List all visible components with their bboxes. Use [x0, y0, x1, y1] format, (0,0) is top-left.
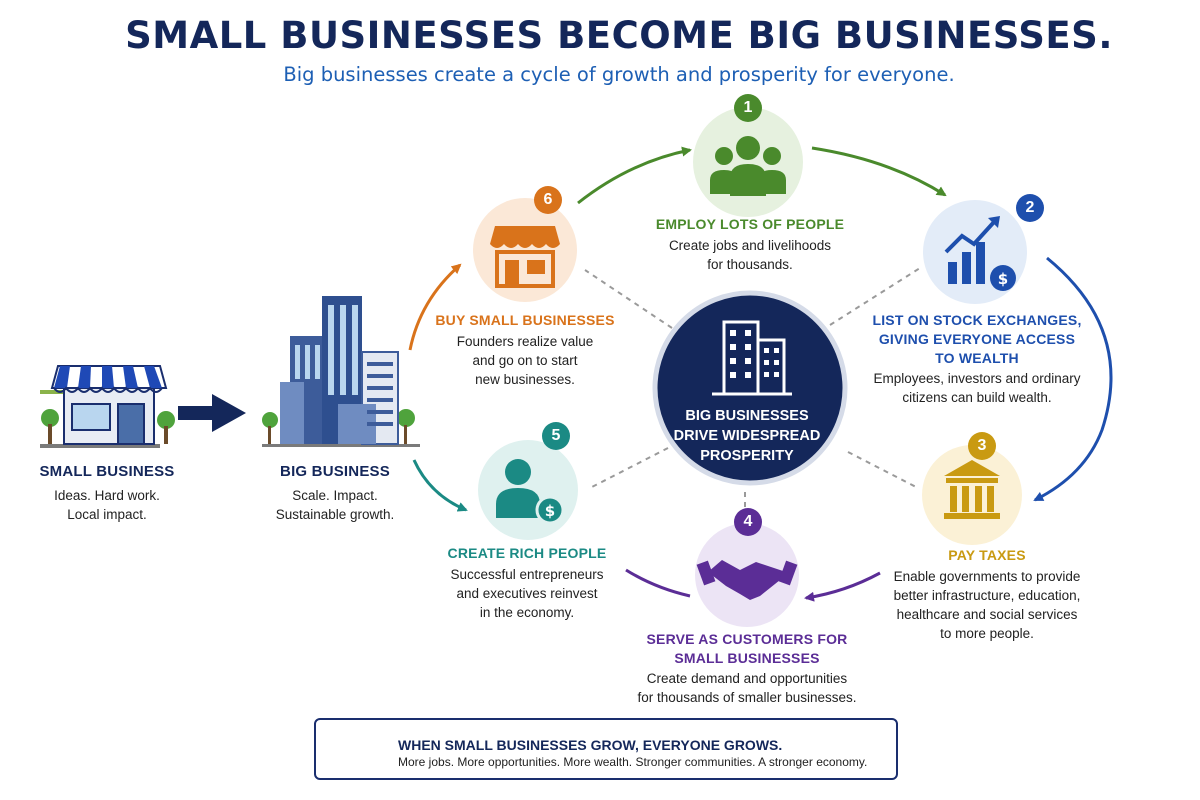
desc-line: better infrastructure, education, [893, 588, 1081, 603]
label-line: TO WEALTH [935, 350, 1019, 366]
step-6-desc: Founders realize value and go on to star… [420, 332, 630, 389]
small-business-desc: Ideas. Hard work. Local impact. [22, 486, 192, 524]
label-line: CREATE RICH PEOPLE [447, 545, 607, 561]
label-line: BUY SMALL BUSINESSES [435, 312, 615, 328]
desc-line: and executives reinvest [456, 586, 598, 601]
desc-line: Create jobs and livelihoods [668, 238, 832, 253]
desc-line: Local impact. [67, 507, 147, 522]
summary-banner: WHEN SMALL BUSINESSES GROW, EVERYONE GRO… [314, 718, 898, 780]
desc-line: Create demand and opportunities [646, 671, 848, 686]
government-building-icon [944, 460, 1000, 519]
people-group-icon [710, 136, 786, 196]
office-building-icon [712, 320, 792, 396]
step-4-node [695, 508, 799, 627]
desc-line: Enable governments to provide [893, 569, 1081, 584]
desc-line: Employees, investors and ordinary [873, 371, 1081, 386]
page-subtitle: Big businesses create a cycle of growth … [283, 63, 955, 86]
center-label: BIG BUSINESSES DRIVE WIDESPREAD PROSPERI… [660, 406, 834, 466]
center-circle [652, 290, 848, 486]
desc-line: Scale. Impact. [292, 488, 378, 503]
arrow-3-to-4 [804, 571, 881, 602]
desc-line: Ideas. Hard work. [54, 488, 160, 503]
step-2-number: 2 [1025, 199, 1035, 216]
big-business-label: BIG BUSINESS [280, 463, 390, 480]
step-1-label: EMPLOY LOTS OF PEOPLE [640, 215, 860, 234]
svg-text:$: $ [998, 270, 1008, 288]
label-line: EMPLOY LOTS OF PEOPLE [655, 216, 845, 232]
step-2-node: $ [923, 194, 1044, 304]
step-1-number: 1 [743, 99, 753, 116]
desc-line: new businesses. [475, 372, 575, 387]
arrow-2-to-3 [1033, 256, 1113, 502]
step-3-node [922, 432, 1022, 545]
page-title: SMALL BUSINESSES BECOME BIG BUSINESSES. [125, 14, 1113, 57]
step-3-desc: Enable governments to provide better inf… [872, 567, 1102, 643]
step-5-number: 5 [551, 427, 561, 444]
storefront-icon [40, 365, 175, 448]
small-business-label: SMALL BUSINESS [39, 463, 175, 480]
step-4-desc: Create demand and opportunities for thou… [607, 669, 887, 707]
step-1-node [693, 94, 803, 217]
step-3-number: 3 [977, 437, 987, 454]
skyscrapers-icon [262, 296, 420, 447]
center-line: DRIVE WIDESPREAD [673, 428, 821, 444]
arrow-4-to-5 [625, 568, 691, 598]
stock-chart-dollar-icon: $ [944, 216, 1016, 291]
step-3-label: PAY TAXES [882, 546, 1092, 565]
step-2-label: LIST ON STOCK EXCHANGES, GIVING EVERYONE… [862, 311, 1092, 368]
desc-line: Successful entrepreneurs [450, 567, 604, 582]
banner-subtitle: More jobs. More opportunities. More weal… [398, 755, 868, 769]
desc-line: healthcare and social services [896, 607, 1078, 622]
arrow-big-to-6 [408, 263, 462, 351]
desc-line: Sustainable growth. [275, 507, 395, 522]
desc-line: for thousands of smaller businesses. [637, 690, 857, 705]
desc-line: in the economy. [479, 605, 575, 620]
step-5-node: $ [478, 422, 578, 540]
banner-title: WHEN SMALL BUSINESSES GROW, EVERYONE GRO… [398, 737, 783, 753]
step-5-label: CREATE RICH PEOPLE [432, 544, 622, 563]
step-6-label: BUY SMALL BUSINESSES [420, 311, 630, 330]
dotted-connectors [584, 267, 921, 512]
step-4-number: 4 [743, 513, 753, 530]
big-business-desc: Scale. Impact. Sustainable growth. [250, 486, 420, 524]
svg-text:$: $ [545, 502, 555, 520]
step-4-label: SERVE AS CUSTOMERS FOR SMALL BUSINESSES [617, 630, 877, 668]
label-line: LIST ON STOCK EXCHANGES, [872, 312, 1082, 328]
label-line: PAY TAXES [948, 547, 1026, 563]
label-line: SERVE AS CUSTOMERS FOR [646, 631, 848, 647]
arrow-6-to-1 [577, 146, 692, 205]
step-5-desc: Successful entrepreneurs and executives … [432, 565, 622, 622]
growth-arrow [178, 394, 246, 432]
desc-line: and go on to start [472, 353, 578, 368]
center-line: PROSPERITY [700, 448, 794, 464]
label-line: SMALL BUSINESSES [674, 650, 820, 666]
desc-line: Founders realize value [456, 334, 594, 349]
label-line: GIVING EVERYONE ACCESS [878, 331, 1076, 347]
arrow-big-to-5 [412, 459, 468, 512]
arrow-1-to-2 [811, 146, 947, 197]
desc-line: for thousands. [707, 257, 793, 272]
person-dollar-icon: $ [496, 459, 565, 525]
center-line: BIG BUSINESSES [685, 408, 809, 424]
desc-line: citizens can build wealth. [902, 390, 1052, 405]
desc-line: to more people. [940, 626, 1034, 641]
handshake-icon [696, 560, 798, 600]
step-2-desc: Employees, investors and ordinary citize… [862, 369, 1092, 407]
small-shop-icon [490, 226, 560, 288]
step-6-node [473, 186, 577, 302]
step-6-number: 6 [543, 191, 553, 208]
step-1-desc: Create jobs and livelihoods for thousand… [640, 236, 860, 274]
